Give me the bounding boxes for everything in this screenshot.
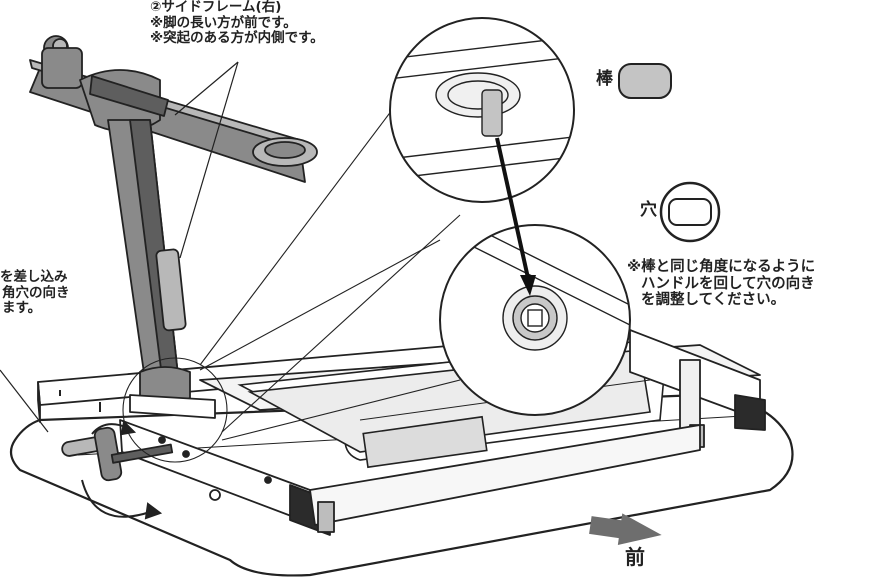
hole-label: 穴 <box>640 200 657 220</box>
hole-shape-icon <box>659 181 721 243</box>
align-note-line1: ※棒と同じ角度になるように <box>627 259 816 275</box>
insert-note-line1: を差し込み <box>0 269 68 285</box>
callout-lines <box>122 109 461 463</box>
rotate-arrow-icon <box>81 419 163 520</box>
insert-leader-line <box>0 369 49 433</box>
insert-note-label: を差し込み 角穴の向き ます。 <box>0 269 70 317</box>
side-frame-title: ②サイドフレーム(右) <box>150 0 282 15</box>
insert-direction-arrow <box>495 137 536 296</box>
front-label: 前 <box>625 545 645 569</box>
rod-shape-icon <box>618 63 672 99</box>
align-note-label: ※棒と同じ角度になるように ハンドルを回して穴の向き を調整してください。 <box>627 259 815 309</box>
rod-label: 棒 <box>596 69 613 89</box>
insert-note-line2: 角穴の向き <box>2 284 70 301</box>
camera-arm <box>29 35 318 419</box>
side-frame-label: ②サイドフレーム(右) ※脚の長い方が前です。 ※突起のある方が内側です。 <box>150 0 324 47</box>
insert-note-line3: ます。 <box>2 300 42 317</box>
handle-crank <box>61 426 174 482</box>
front-arrow-icon <box>589 513 662 546</box>
align-note-line2: ハンドルを回して穴の向き <box>641 275 815 292</box>
zoom-circle-hole <box>439 224 631 416</box>
side-frame-leader-lines <box>174 61 239 259</box>
side-frame-note-front: ※脚の長い方が前です。 <box>150 14 297 31</box>
zoom-circle-rod <box>389 17 575 203</box>
side-frame-note-inside: ※突起のある方が内側です。 <box>150 30 324 47</box>
align-note-line3: を調整してください。 <box>641 292 786 309</box>
